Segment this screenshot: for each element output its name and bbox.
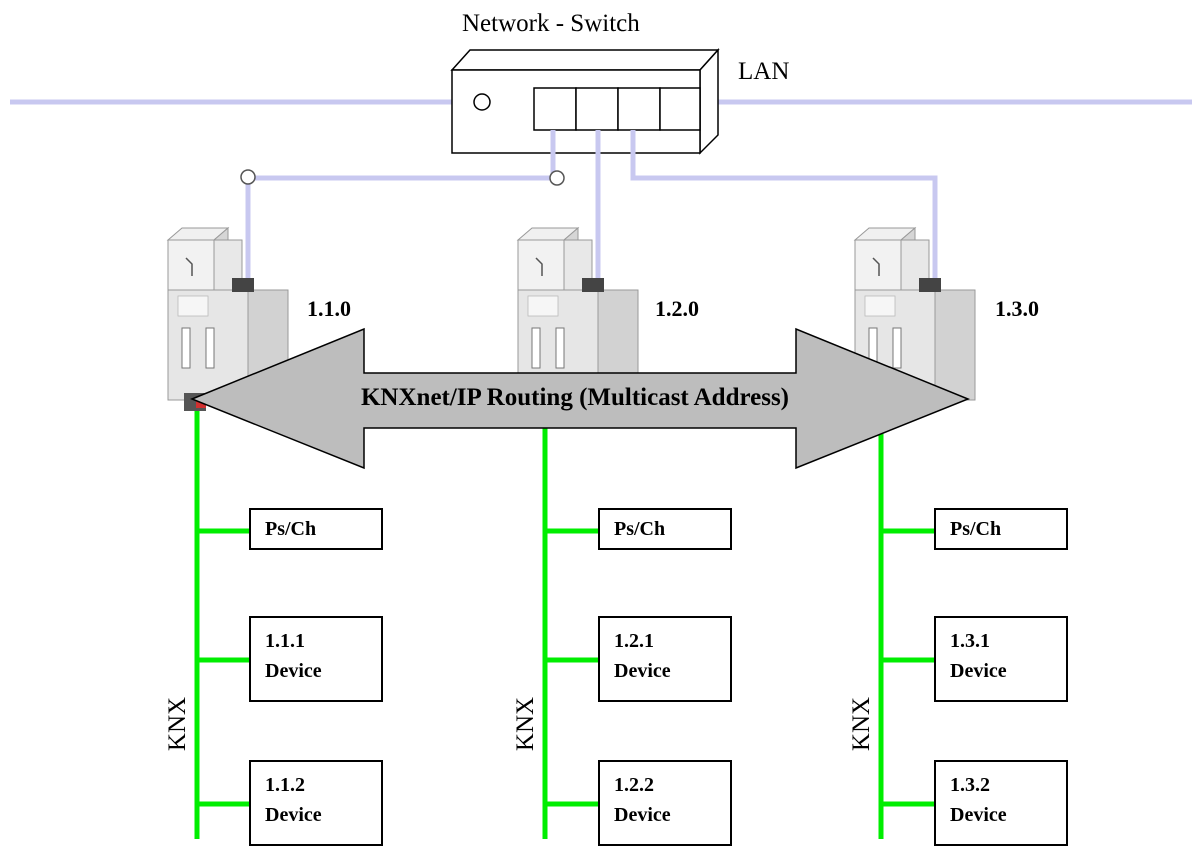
device-address: 1.1.1 <box>265 630 305 652</box>
knx-bus-label: KNX <box>164 696 192 752</box>
cable-connector-icon <box>240 169 256 185</box>
power-supply-label: Ps/Ch <box>265 518 317 540</box>
switch-port-1 <box>533 87 577 131</box>
power-supply-label: Ps/Ch <box>614 518 666 540</box>
device-label: Device <box>614 660 671 682</box>
patch-cable-3 <box>630 130 938 290</box>
power-supply-box: Ps/Ch <box>598 508 732 550</box>
device-address: 1.2.2 <box>614 774 654 796</box>
ip-router-device-1 <box>166 226 289 411</box>
switch-port-2 <box>575 87 619 131</box>
switch-led-icon <box>473 93 491 111</box>
device-label: Device <box>614 804 671 826</box>
power-supply-box: Ps/Ch <box>249 508 383 550</box>
knx-bus-lines <box>194 410 934 839</box>
device-label: Device <box>265 804 322 826</box>
coupler-address: 1.2.0 <box>655 296 699 321</box>
device-address: 1.2.1 <box>614 630 654 652</box>
ip-router-device-3 <box>853 226 976 401</box>
switch-port-3 <box>617 87 661 131</box>
routing-label: KNXnet/IP Routing (Multicast Address) <box>360 384 790 411</box>
switch-title: Network - Switch <box>462 10 640 37</box>
device-address: 1.3.1 <box>950 630 990 652</box>
knx-bus-label: KNX <box>848 696 876 752</box>
coupler-address: 1.3.0 <box>995 296 1039 321</box>
power-supply-label: Ps/Ch <box>950 518 1002 540</box>
network-switch <box>450 48 720 155</box>
routing-double-arrow <box>189 327 971 470</box>
device-label: Device <box>950 804 1007 826</box>
cable-connector-icon <box>549 170 565 186</box>
switch-port-4 <box>659 87 701 131</box>
switch-top <box>450 49 720 71</box>
device-label: Device <box>950 660 1007 682</box>
device-address: 1.1.2 <box>265 774 305 796</box>
device-label: Device <box>265 660 322 682</box>
device-address: 1.3.2 <box>950 774 990 796</box>
knx-bus-label: KNX <box>512 696 540 752</box>
power-supply-box: Ps/Ch <box>934 508 1068 550</box>
patch-cable-1 <box>245 130 556 290</box>
lan-label: LAN <box>738 58 790 85</box>
coupler-address: 1.1.0 <box>307 296 351 321</box>
